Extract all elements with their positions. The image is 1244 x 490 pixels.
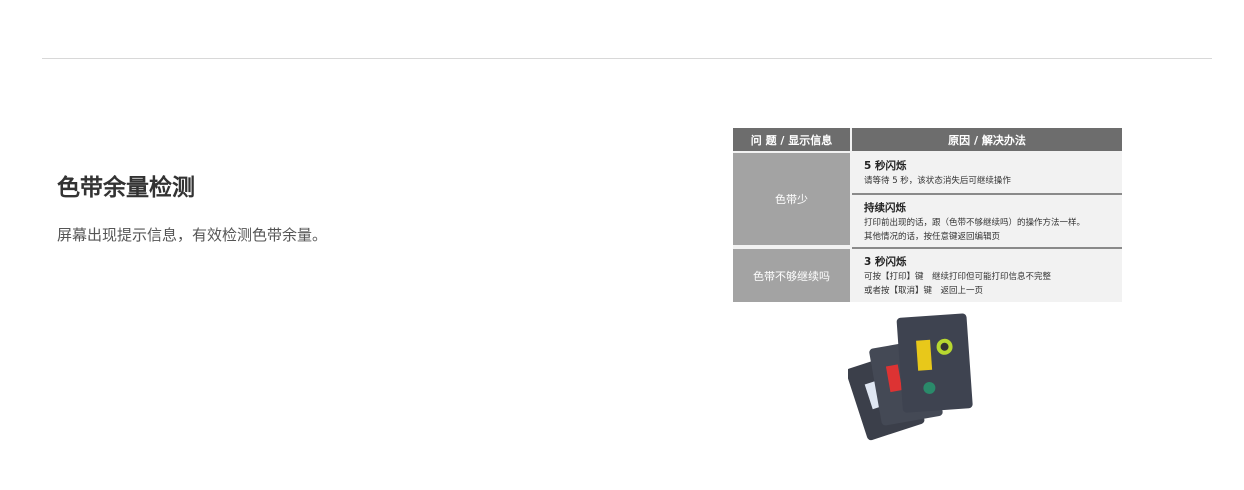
row-divider [852, 247, 1122, 249]
row-divider [852, 193, 1122, 195]
solution-title: 3 秒闪烁 [864, 256, 907, 268]
divider [42, 58, 1212, 59]
section-title: 色带余量检测 [57, 175, 195, 201]
solution-line: 其他情况的话，按任意键返回编辑页 [864, 232, 1001, 242]
solution-line: 打印前出现的话，跟（色带不够继续吗）的操作方法一样。 [864, 218, 1086, 228]
solution-title: 5 秒闪烁 [864, 160, 907, 172]
problem-cell: 色带少 [733, 153, 850, 245]
solution-cell: 5 秒闪烁 请等待 5 秒，该状态消失后可继续操作 [852, 153, 1122, 193]
header-solution: 原因 / 解决办法 [852, 128, 1122, 151]
tape-cassettes-image [848, 313, 973, 441]
solution-title: 持续闪烁 [864, 202, 906, 214]
tape-status-table: 问 题 / 显示信息 原因 / 解决办法 色带少 色带不够继续吗 5 秒闪烁 请… [733, 128, 1122, 302]
problem-cell: 色带不够继续吗 [733, 249, 850, 302]
header-problem: 问 题 / 显示信息 [733, 128, 850, 151]
solution-cell: 持续闪烁 打印前出现的话，跟（色带不够继续吗）的操作方法一样。 其他情况的话，按… [852, 195, 1122, 247]
solution-line: 或者按【取消】键 返回上一页 [864, 286, 984, 296]
section-description: 屏幕出现提示信息，有效检测色带余量。 [57, 226, 328, 244]
solution-line: 请等待 5 秒，该状态消失后可继续操作 [864, 176, 1011, 186]
solution-cell: 3 秒闪烁 可按【打印】键 继续打印但可能打印信息不完整 或者按【取消】键 返回… [852, 249, 1122, 302]
solution-line: 可按【打印】键 继续打印但可能打印信息不完整 [864, 272, 1052, 282]
